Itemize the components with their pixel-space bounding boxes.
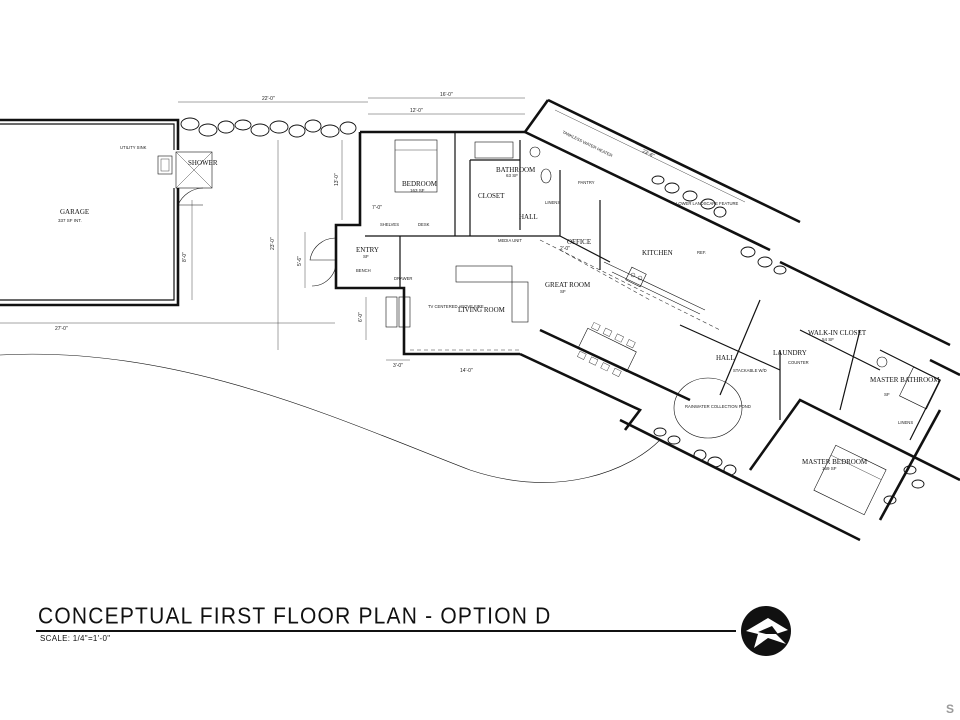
walk-in-closet-area: 54 SF <box>822 337 834 342</box>
shower-label: SHOWER <box>188 159 218 167</box>
bed-icon <box>394 139 438 193</box>
sofa-icon <box>455 265 529 323</box>
bathroom-label: BATHROOM <box>496 166 536 174</box>
bedroom-height-dim: 13'-0" <box>334 173 340 186</box>
fire-width-dim: 3'-0" <box>393 363 403 369</box>
entry-area: SF <box>363 254 369 259</box>
utility-sink-icon <box>157 155 173 175</box>
garage-label: GARAGE <box>60 208 89 216</box>
kitchen-counter <box>603 261 706 315</box>
dining-table-icon <box>577 322 637 378</box>
living-bottom-dim: 14'-0" <box>460 368 473 374</box>
watermark-letter: S <box>945 702 954 716</box>
bedroom-label: BEDROOM <box>402 180 438 188</box>
living-room-label: LIVING ROOM <box>458 306 506 314</box>
bedroom-width-dim: 12'-0" <box>410 108 423 114</box>
ref-note: REF. <box>697 250 706 255</box>
office-label: OFFICE <box>567 238 591 246</box>
room-labels: BEDROOM 163 SF BATHROOM 63 SF CLOSET HAL… <box>356 166 940 471</box>
walk-in-closet-label: WALK-IN CLOSET <box>808 329 867 337</box>
master-bed-icon <box>813 444 887 516</box>
master-shower-icon <box>899 366 941 410</box>
great-room-area: SF <box>560 289 566 294</box>
shelves-note: SHELVES <box>380 222 399 227</box>
master-bedroom-area: 169 SF <box>822 466 837 471</box>
fireplace-icon <box>385 296 411 328</box>
tv-note: TV CENTERED ABOVE FIRE <box>428 304 484 309</box>
laundry-label: LAUNDRY <box>773 349 807 357</box>
hall-width-dim: 2'-0" <box>560 246 570 252</box>
utility-sink-label: UTILITY SINK <box>120 145 147 150</box>
closet-width-dim: 7'-0" <box>372 205 382 211</box>
pantry-note: PANTRY <box>578 180 595 185</box>
kitchen-label: KITCHEN <box>642 249 673 257</box>
stackable-note: STACKABLE W/D <box>733 368 767 373</box>
entry-door-icon <box>309 237 337 261</box>
media-unit-note: MEDIA UNIT <box>498 238 522 243</box>
master-bedroom-label: MASTER BEDROOM <box>802 458 868 466</box>
rock-wall <box>180 117 925 505</box>
garage-area: 337 SF INT. <box>58 218 82 223</box>
scale-label: SCALE: 1/4"=1'-0" <box>40 634 111 643</box>
plan-notes: TANKLESS WATER HEATER PANTRY LINENS LOWE… <box>356 129 913 425</box>
garage-bottom-dim: 27'-0" <box>55 326 68 332</box>
great-room-label: GREAT ROOM <box>545 281 591 289</box>
shower-box <box>175 151 213 189</box>
left-side-dim: 23'-0" <box>270 237 276 250</box>
master-sink-icon <box>876 356 888 368</box>
garage: GARAGE 337 SF INT. SHOWER UTILITY SINK 2… <box>0 96 368 332</box>
linens-note: LINENS <box>545 200 560 205</box>
compass-logo-icon <box>741 606 791 656</box>
plan-title: CONCEPTUAL FIRST FLOOR PLAN - OPTION D <box>38 604 552 629</box>
master-bathroom-label: MASTER BATHROOM <box>870 376 940 384</box>
linens2-note: LINENS <box>898 420 913 425</box>
landscape-boundary <box>0 353 661 483</box>
counter-note: COUNTER <box>788 360 809 365</box>
landscape-note: LOWER LANDSCAPE FEATURE <box>676 201 738 206</box>
living-height-dim: 6'-0" <box>358 312 364 322</box>
desk-note: DESK <box>418 222 430 227</box>
title-underline <box>36 630 736 632</box>
entry-label: ENTRY <box>356 246 379 254</box>
top-overall-dim: 16'-0" <box>440 92 453 98</box>
pond-icon <box>673 377 743 439</box>
hall-label: HALL <box>519 213 538 221</box>
master-bathroom-area: SF <box>884 392 890 397</box>
toilet-icon <box>540 168 552 184</box>
hall2-label: HALL <box>716 354 735 362</box>
kitchen-side-dim: 23'-6" <box>641 148 655 159</box>
bathroom-area: 63 SF <box>506 173 518 178</box>
bedroom-area: 163 SF <box>410 188 425 193</box>
dimension-lines: 12'-0" 16'-0" 23'-0" 5'-6" 13'-0" 7'-0" … <box>270 92 746 374</box>
bench-note: BENCH <box>356 268 371 273</box>
house-walls <box>334 98 960 542</box>
closet-label: CLOSET <box>478 192 505 200</box>
entry-height-dim: 5'-6" <box>297 256 303 266</box>
pond-label: RAINWATER COLLECTION POND <box>685 404 751 409</box>
drawer-note: DRAWER <box>394 276 412 281</box>
garage-height-dim: 8'-0" <box>182 252 188 262</box>
garage-width-dim: 22'-0" <box>262 96 275 102</box>
bathtub-icon <box>474 141 514 159</box>
sink-icon <box>529 146 541 158</box>
